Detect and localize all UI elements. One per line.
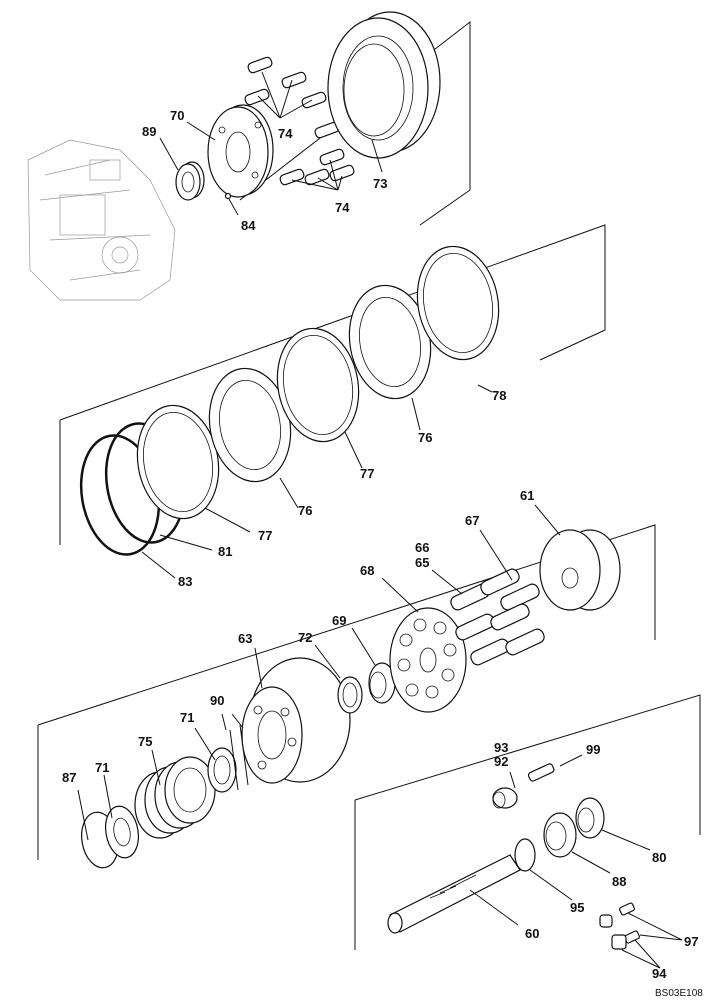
label-92: 92 bbox=[494, 754, 508, 769]
label-84: 84 bbox=[241, 218, 256, 233]
middle-group bbox=[79, 245, 500, 579]
spring-99 bbox=[527, 763, 555, 782]
label-81: 81 bbox=[218, 544, 232, 559]
bushing-92-93 bbox=[492, 787, 518, 809]
cylinder-block-63 bbox=[241, 657, 351, 784]
bearing-89 bbox=[175, 161, 205, 201]
figure-code: BS03E108 bbox=[655, 988, 703, 999]
label-83: 83 bbox=[178, 574, 192, 589]
motor-housing-ghost bbox=[27, 139, 176, 301]
swash-plate-61 bbox=[539, 529, 621, 611]
piston-73 bbox=[327, 11, 441, 159]
label-74b: 74 bbox=[335, 200, 350, 215]
plate-70 bbox=[207, 104, 274, 198]
label-71a: 71 bbox=[95, 760, 109, 775]
spring-75 bbox=[134, 756, 216, 839]
ring-72 bbox=[337, 676, 363, 714]
plate-78 bbox=[416, 245, 500, 361]
label-76a: 76 bbox=[298, 503, 312, 518]
pistons-65-66-67 bbox=[450, 568, 545, 666]
bearing-80 bbox=[575, 797, 605, 839]
top-group bbox=[159, 11, 441, 216]
lower-group bbox=[77, 504, 621, 869]
label-69: 69 bbox=[332, 613, 346, 628]
group-frames bbox=[37, 20, 701, 950]
springs-74 bbox=[244, 56, 355, 186]
washer-71a bbox=[105, 805, 139, 859]
label-68: 68 bbox=[360, 563, 374, 578]
label-72: 72 bbox=[298, 630, 312, 645]
label-76b: 76 bbox=[418, 430, 432, 445]
plate-77a bbox=[136, 404, 220, 520]
label-66: 66 bbox=[415, 540, 429, 555]
washer-71b bbox=[207, 747, 237, 793]
plug-94 bbox=[611, 930, 640, 950]
plug-97 bbox=[599, 902, 635, 928]
label-61: 61 bbox=[520, 488, 534, 503]
retainer-plate-68 bbox=[389, 607, 467, 713]
plate-77b bbox=[276, 327, 360, 443]
label-77b: 77 bbox=[360, 466, 374, 481]
label-60: 60 bbox=[525, 926, 539, 941]
label-71b: 71 bbox=[180, 710, 194, 725]
pin-84 bbox=[224, 192, 232, 200]
label-63: 63 bbox=[238, 631, 252, 646]
label-73: 73 bbox=[373, 176, 387, 191]
label-93: 93 bbox=[494, 740, 508, 755]
label-67: 67 bbox=[465, 513, 479, 528]
label-70: 70 bbox=[170, 108, 184, 123]
label-74a: 74 bbox=[278, 126, 293, 141]
label-78: 78 bbox=[492, 388, 506, 403]
label-88: 88 bbox=[612, 874, 626, 889]
label-87: 87 bbox=[62, 770, 76, 785]
label-99: 99 bbox=[586, 742, 600, 757]
shaft-group bbox=[387, 754, 683, 969]
bearing-88 bbox=[543, 812, 577, 858]
label-77a: 77 bbox=[258, 528, 272, 543]
label-95: 95 bbox=[570, 900, 584, 915]
label-75: 75 bbox=[138, 734, 152, 749]
part-labels: 89 70 74 73 74 84 78 76 77 76 77 81 83 6… bbox=[62, 108, 703, 999]
shaft-60 bbox=[387, 854, 521, 934]
label-65: 65 bbox=[415, 555, 429, 570]
label-97: 97 bbox=[684, 934, 698, 949]
label-89: 89 bbox=[142, 124, 156, 139]
label-80: 80 bbox=[652, 850, 666, 865]
ring-95 bbox=[514, 838, 536, 872]
label-94: 94 bbox=[652, 966, 667, 981]
label-90: 90 bbox=[210, 693, 224, 708]
